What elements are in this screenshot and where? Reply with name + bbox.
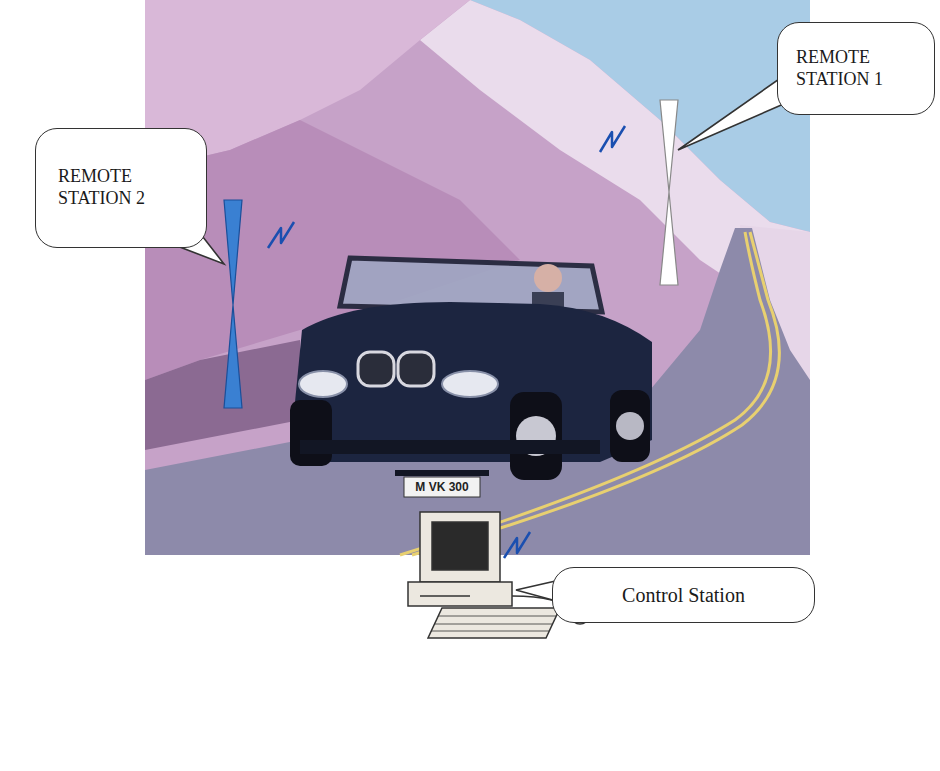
license-plate-text: M VK 300 [404, 478, 480, 496]
antenna-symbol [224, 100, 678, 408]
photo-background [145, 0, 810, 555]
callout-tail [172, 70, 802, 602]
callout-text: Control Station [567, 583, 800, 607]
car-illustration [290, 258, 652, 497]
callout-text: REMOTE STATION 1 [796, 47, 920, 90]
wireless-signal-symbol [268, 126, 625, 558]
callout-bubble: Control Station [552, 567, 815, 623]
callout-bubble: REMOTE STATION 2 [35, 128, 207, 248]
callout-text: REMOTE STATION 2 [58, 166, 188, 209]
callout-bubble: REMOTE STATION 1 [777, 22, 935, 115]
